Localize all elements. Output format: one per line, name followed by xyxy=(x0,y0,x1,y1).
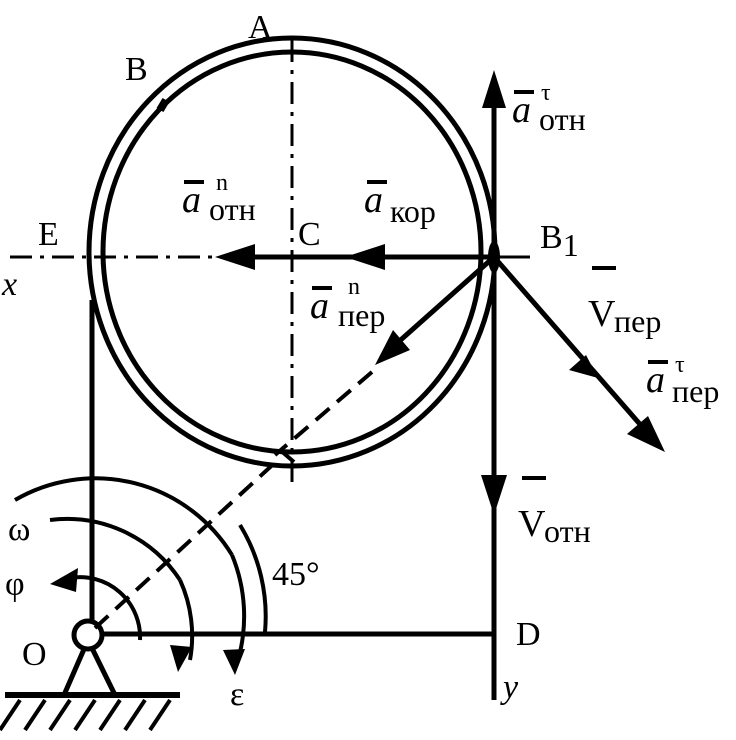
label-B: B xyxy=(125,51,148,88)
label-C: C xyxy=(298,216,321,253)
label-O: O xyxy=(22,636,47,673)
rotation-arcs xyxy=(13,476,268,675)
vec-a-per-n-sup: n xyxy=(348,274,360,300)
vec-a-otn-n-sup: n xyxy=(216,170,228,196)
vec-a-otn-tau-sub: отн xyxy=(539,101,586,137)
label-x: x xyxy=(1,266,17,303)
vector-V-otn-arrow xyxy=(481,475,507,515)
vec-V-otn-sub: отн xyxy=(544,513,591,549)
label-omega: ω xyxy=(8,511,30,548)
label-B1-main: B xyxy=(540,219,563,256)
vec-V-per-sub: пер xyxy=(614,303,661,339)
vector-label-a-per-tau: a τ пер xyxy=(646,352,719,409)
vec-a-otn-tau-symbol: a xyxy=(512,89,531,131)
arc-45 xyxy=(238,523,268,633)
label-B1-sub: 1 xyxy=(563,227,579,263)
label-B1: B1 xyxy=(540,219,579,263)
label-45: 45° xyxy=(272,556,320,593)
ground-support xyxy=(0,618,180,732)
vec-a-kor-symbol: a xyxy=(364,179,383,221)
vec-a-per-tau-sub: пер xyxy=(672,373,719,409)
vector-label-a-kor: a кор xyxy=(364,179,436,229)
vec-a-per-n-sub: пер xyxy=(338,297,385,333)
arc-omega xyxy=(49,516,182,582)
vec-a-per-tau-sup: τ xyxy=(675,352,685,378)
arc-phi-arrow xyxy=(50,568,78,592)
vec-a-per-n-symbol: a xyxy=(310,285,329,327)
label-phi: φ xyxy=(5,566,25,603)
vec-a-otn-tau-sup: τ xyxy=(541,80,551,106)
vector-label-a-otn-n: a n отн xyxy=(182,170,256,227)
vector-V-per-arrow xyxy=(492,255,647,432)
vector-label-V-otn: V отн xyxy=(518,476,591,549)
vector-a-per-n-arrow xyxy=(393,255,496,347)
vector-label-a-otn-tau: a τ отн xyxy=(512,80,586,137)
label-y: y xyxy=(500,669,519,706)
point-B-marker xyxy=(156,97,170,113)
vec-a-otn-n-symbol: a xyxy=(182,179,201,221)
vector-label-V-per: V пер xyxy=(588,266,661,339)
label-D: D xyxy=(516,616,541,653)
vectors xyxy=(215,70,665,515)
label-E: E xyxy=(38,216,59,253)
vec-a-per-tau-symbol: a xyxy=(646,359,665,401)
vector-label-a-per-n: a n пер xyxy=(310,274,385,333)
arc-epsilon xyxy=(13,476,234,557)
label-epsilon: ε xyxy=(230,676,244,713)
vec-V-per-symbol: V xyxy=(588,293,616,335)
vec-a-kor-sub: кор xyxy=(390,193,436,229)
vec-V-otn-symbol: V xyxy=(518,503,546,545)
vec-a-otn-n-sub: отн xyxy=(209,191,256,227)
axes-lines xyxy=(10,40,530,630)
arc-phi xyxy=(69,575,143,641)
label-A: A xyxy=(248,9,273,46)
